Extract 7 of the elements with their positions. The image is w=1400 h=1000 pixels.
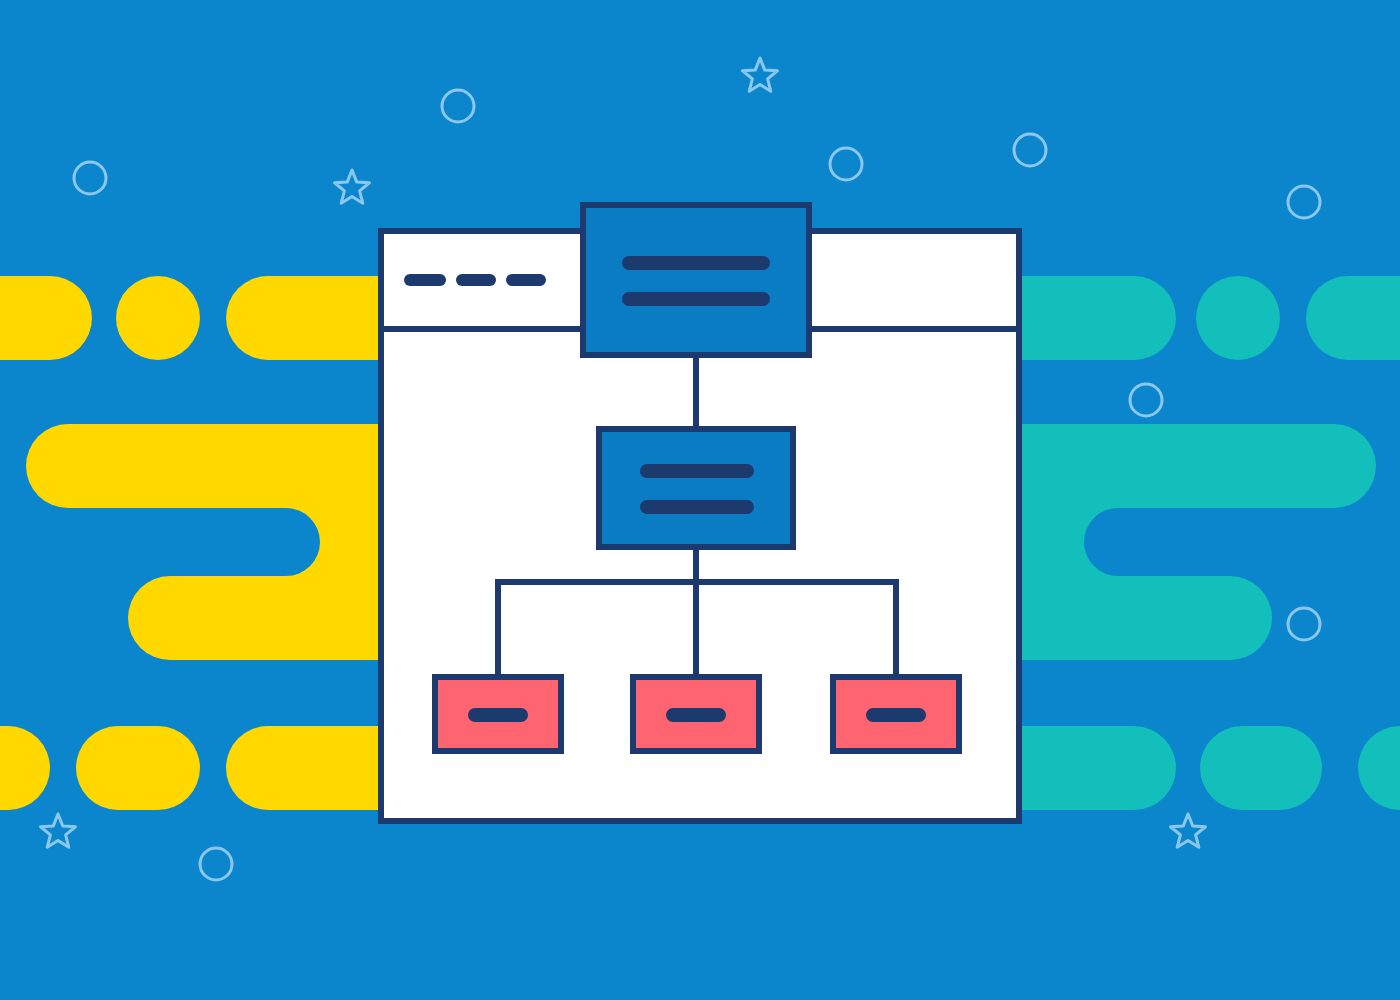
connector-line xyxy=(693,358,699,426)
connector-line xyxy=(693,550,899,674)
leaf-box xyxy=(432,674,564,754)
leaf-box xyxy=(630,674,762,754)
leaf-box xyxy=(830,674,962,754)
top-level-box xyxy=(580,202,812,358)
mid-level-box xyxy=(596,426,796,550)
